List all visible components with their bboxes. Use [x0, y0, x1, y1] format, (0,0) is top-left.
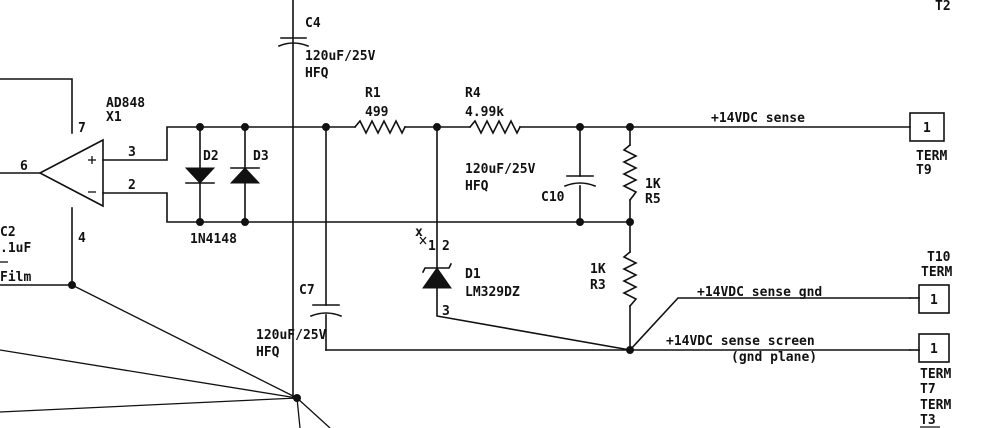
- resistor-r5-symbol: [622, 143, 638, 202]
- d1-pin2-label: 2: [442, 239, 450, 254]
- net-sense-label: +14VDC sense: [711, 111, 805, 126]
- capacitor-c10-symbol: [563, 175, 597, 188]
- net-gnd-plane-label: (gnd plane): [731, 350, 817, 365]
- resistor-r4-symbol: [468, 119, 522, 135]
- net-sense-gnd-label: +14VDC sense gnd: [697, 285, 822, 300]
- opamp-pin3-label: 3: [128, 145, 136, 160]
- r3-value-label: 1K: [590, 262, 606, 277]
- terminal-t10-box: [918, 284, 950, 314]
- t7-ref-label: T7: [920, 382, 936, 397]
- c7-type-label: HFQ: [256, 345, 280, 360]
- d3-ref-label: D3: [253, 149, 269, 164]
- resistor-r1-symbol: [353, 119, 407, 135]
- net-sense-screen-label: +14VDC sense screen: [666, 334, 815, 349]
- r1-value-label: 499: [365, 105, 388, 120]
- c4-ref-label: C4: [305, 16, 321, 31]
- diode-part-label: 1N4148: [190, 232, 237, 247]
- r1-ref-label: R1: [365, 86, 381, 101]
- d1-pin3-label: 3: [442, 304, 450, 319]
- r4-ref-label: R4: [465, 86, 481, 101]
- d1-ref-label: D1: [465, 267, 481, 282]
- c10-value-label: 120uF/25V: [465, 162, 536, 177]
- c10-ref-label: C10: [541, 190, 565, 205]
- t3-term-label: TERM: [920, 398, 951, 413]
- diode-d3-symbol: [229, 167, 261, 184]
- t9-ref-label: T9: [916, 163, 932, 178]
- ad848-ref-label: X1: [106, 110, 122, 125]
- r3-ref-label: R3: [590, 278, 606, 293]
- t10-ref-label: T10: [927, 250, 951, 265]
- d1-pin1-label: 1: [428, 239, 436, 254]
- capacitor-c4-symbol: [277, 37, 310, 48]
- resistor-r3-symbol: [622, 250, 638, 308]
- ad848-part-label: AD848: [106, 96, 145, 111]
- d1-pin-x-label: x: [415, 225, 423, 240]
- c4-value-label: 120uF/25V: [305, 49, 376, 64]
- c2-type-label: Film: [0, 270, 31, 285]
- zener-d1-symbol: [419, 236, 453, 289]
- c7-ref-label: C7: [299, 283, 315, 298]
- opamp-ad848-symbol: [38, 138, 104, 208]
- t3-ref-label: T3: [920, 413, 936, 428]
- t7-term-label: TERM: [920, 367, 951, 382]
- d1-part-label: LM329DZ: [465, 285, 520, 300]
- r4-value-label: 4.99k: [465, 105, 504, 120]
- c2-value-label: .1uF: [0, 241, 31, 256]
- c7-value-label: 120uF/25V: [256, 328, 327, 343]
- r5-ref-label: R5: [645, 192, 661, 207]
- c2-ref-label: C2: [0, 225, 16, 240]
- t2-ref-label: T2: [935, 0, 951, 14]
- t7-pin-label: 1: [930, 342, 938, 357]
- opamp-pin6-label: 6: [20, 159, 28, 174]
- junction-dots: [68, 123, 634, 402]
- t10-term-label: TERM: [921, 265, 952, 280]
- c4-type-label: HFQ: [305, 66, 329, 81]
- r5-value-label: 1K: [645, 177, 661, 192]
- diode-d2-symbol: [184, 167, 216, 184]
- opamp-pin7-label: 7: [78, 121, 86, 136]
- c10-type-label: HFQ: [465, 179, 489, 194]
- wires: [0, 0, 911, 428]
- terminal-t9-box: [909, 112, 945, 142]
- terminal-t7-box: [918, 333, 950, 363]
- capacitor-c7-symbol: [309, 304, 343, 318]
- d2-ref-label: D2: [203, 149, 219, 164]
- opamp-pin2-label: 2: [128, 178, 136, 193]
- t10-pin-label: 1: [930, 293, 938, 308]
- t9-pin-label: 1: [923, 121, 931, 136]
- t9-term-label: TERM: [916, 149, 947, 164]
- opamp-pin4-label: 4: [78, 231, 86, 246]
